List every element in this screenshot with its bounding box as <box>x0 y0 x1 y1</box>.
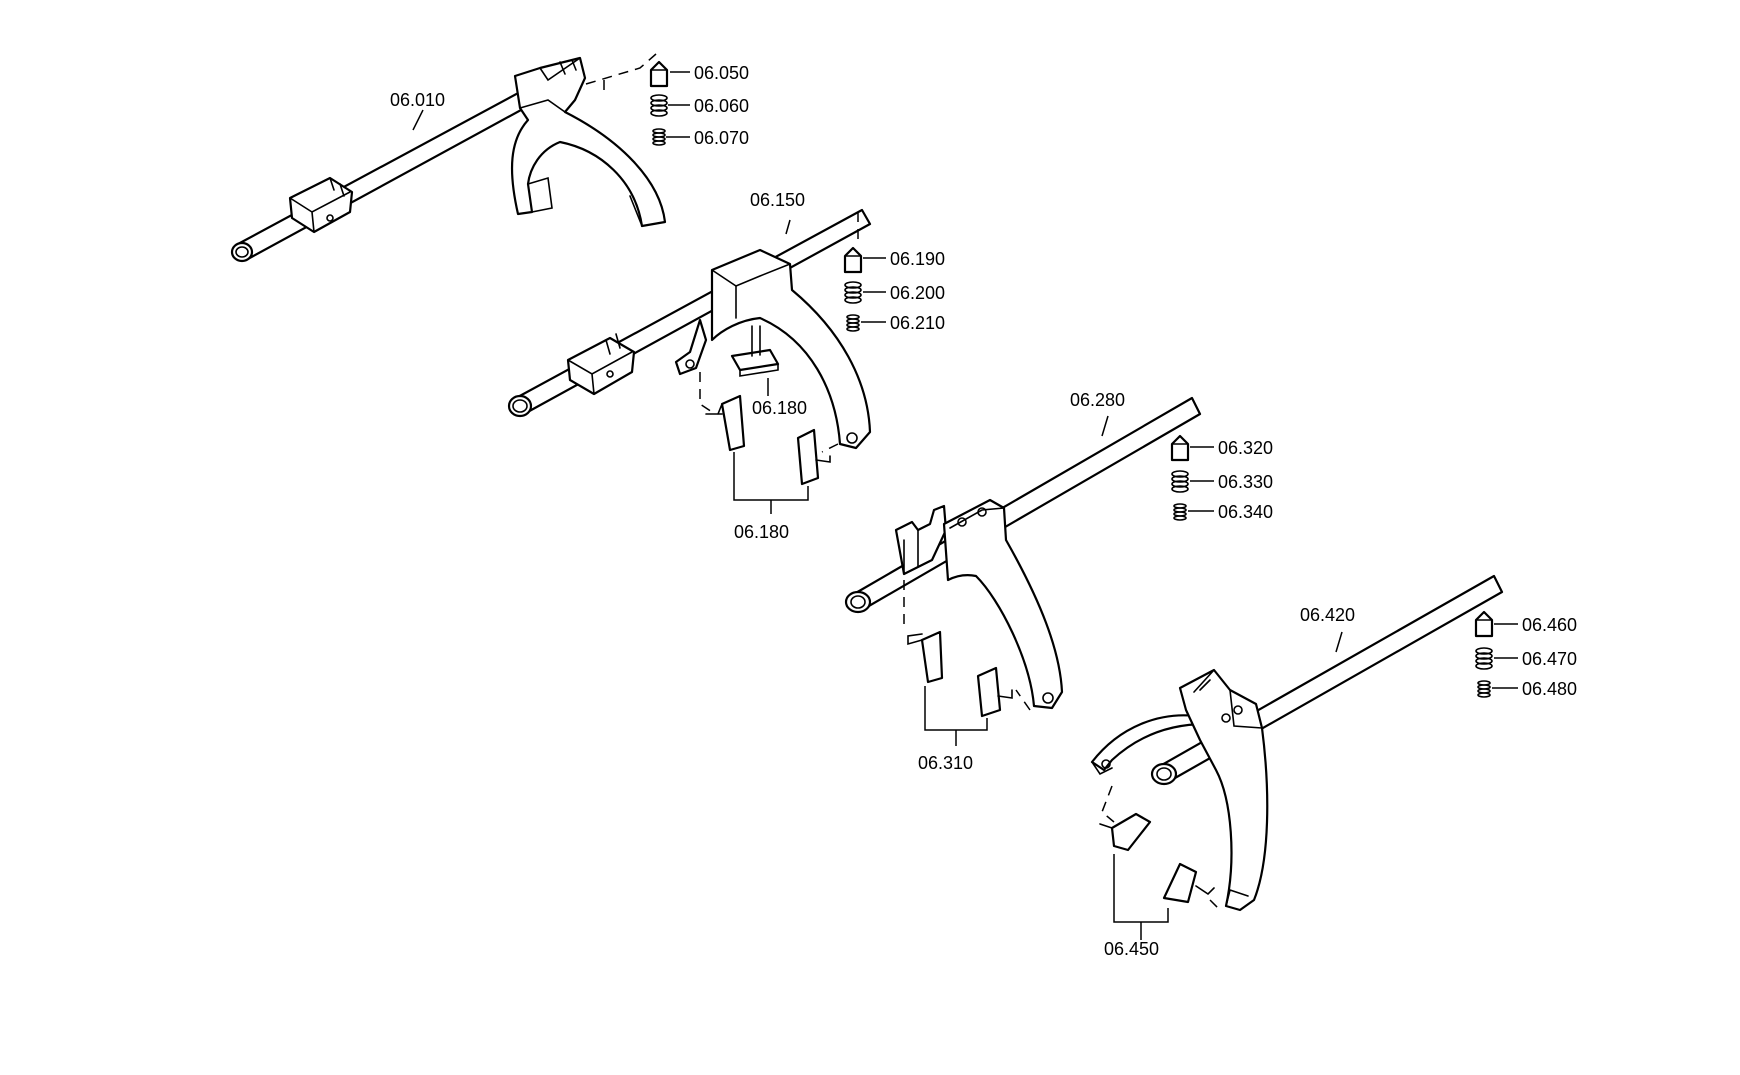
label-rod-06280: 06.280 <box>1070 390 1125 410</box>
label-detent-06210: 06.210 <box>890 313 945 333</box>
detent-set-2 <box>843 246 863 332</box>
detent-spring-06210 <box>846 314 860 332</box>
label-detent-06330: 06.330 <box>1218 472 1273 492</box>
label-rod-06010: 06.010 <box>390 90 445 110</box>
shift-rod-assembly-06150 <box>507 208 872 486</box>
label-detent-06070: 06.070 <box>694 128 749 148</box>
rod-end-06280 <box>844 590 872 614</box>
shift-rod-06010 <box>236 82 545 262</box>
shift-fork-06420 <box>1178 668 1269 912</box>
shift-rod-assembly-06420 <box>1090 574 1504 913</box>
fork-pad-06180-top <box>730 348 780 372</box>
shift-rod-assembly-06280 <box>844 396 1202 718</box>
detent-set-4 <box>1474 610 1494 698</box>
detent-spring-06330 <box>1171 470 1189 493</box>
rod-block-06010 <box>288 176 354 234</box>
label-pad-06450: 06.450 <box>1104 939 1159 959</box>
shift-rod-assembly-06010 <box>230 53 667 263</box>
label-rod-06150: 06.150 <box>750 190 805 210</box>
detent-spring-06340 <box>1173 503 1187 521</box>
label-detent-06050: 06.050 <box>694 63 749 83</box>
label-detent-06200: 06.200 <box>890 283 945 303</box>
label-pad-06310: 06.310 <box>918 753 973 773</box>
label-detent-06060: 06.060 <box>694 96 749 116</box>
label-detent-06190: 06.190 <box>890 249 945 269</box>
label-detent-06460: 06.460 <box>1522 615 1577 635</box>
detent-spring-06200 <box>844 281 862 304</box>
shift-fork-06280 <box>942 498 1064 710</box>
label-rod-06420: 06.420 <box>1300 605 1355 625</box>
detent-set-1 <box>649 60 669 146</box>
rod-end-06010 <box>230 241 254 263</box>
detent-set-3 <box>1170 434 1190 521</box>
detent-spring-06060 <box>650 94 668 117</box>
rod-end-06150 <box>507 394 533 418</box>
fork-pad-06450-left <box>1110 812 1152 852</box>
fork-pad-06450-right <box>1162 862 1198 904</box>
fork-pad-06310-left <box>920 630 944 684</box>
label-detent-06320: 06.320 <box>1218 438 1273 458</box>
label-detent-06470: 06.470 <box>1522 649 1577 669</box>
detent-spring-06470 <box>1475 647 1493 670</box>
rod-block-06150 <box>566 336 636 396</box>
part-labels: 06.010 06.050 06.060 06.070 06.150 06.19… <box>390 63 1577 959</box>
detent-pin-06460 <box>1474 610 1494 638</box>
detent-spring-06070 <box>652 128 666 146</box>
detent-pin-06050 <box>649 60 669 88</box>
shift-fork-06150 <box>710 248 872 450</box>
label-pad-06180-bottom: 06.180 <box>734 522 789 542</box>
label-detent-06340: 06.340 <box>1218 502 1273 522</box>
shift-fork-06010 <box>510 56 667 228</box>
fork-pad-06310-right <box>976 666 1002 718</box>
fork-pad-06180-right <box>796 428 820 486</box>
fork-pad-06180-left <box>720 394 746 452</box>
detent-pin-06190 <box>843 246 863 274</box>
label-pad-06180-top: 06.180 <box>752 398 807 418</box>
label-detent-06480: 06.480 <box>1522 679 1577 699</box>
rod-end-06420 <box>1150 762 1178 786</box>
detent-pin-06320 <box>1170 434 1190 462</box>
detent-spring-06480 <box>1477 680 1491 698</box>
